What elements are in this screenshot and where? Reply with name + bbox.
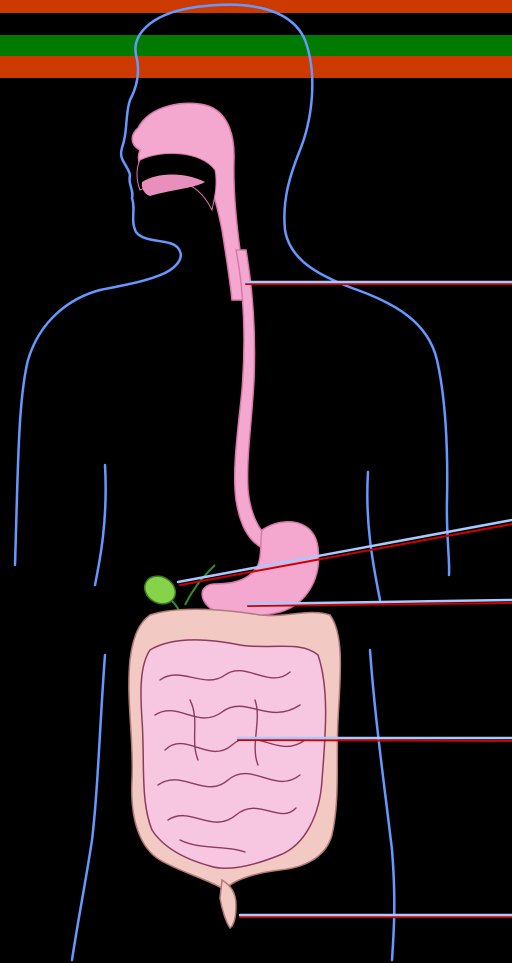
left-arm-inner-outline [95, 465, 106, 585]
leader-esophagus [246, 282, 512, 284]
top-color-bands [0, 0, 512, 78]
nasal-cavity-and-pharynx [132, 103, 245, 300]
right-arm-inner-outline [367, 472, 380, 600]
small-intestine [141, 640, 326, 868]
band-middle [0, 35, 512, 56]
band-bottom [0, 56, 512, 78]
head-and-shoulders-outline [135, 5, 449, 575]
rectum [220, 880, 236, 928]
leader-small-intestine [238, 738, 512, 741]
right-torso-lower-outline [370, 650, 394, 960]
leader-rectum [240, 915, 512, 917]
leader-gallbladder [178, 520, 512, 585]
upper-tract [132, 103, 270, 548]
left-torso-lower-outline [72, 655, 105, 960]
